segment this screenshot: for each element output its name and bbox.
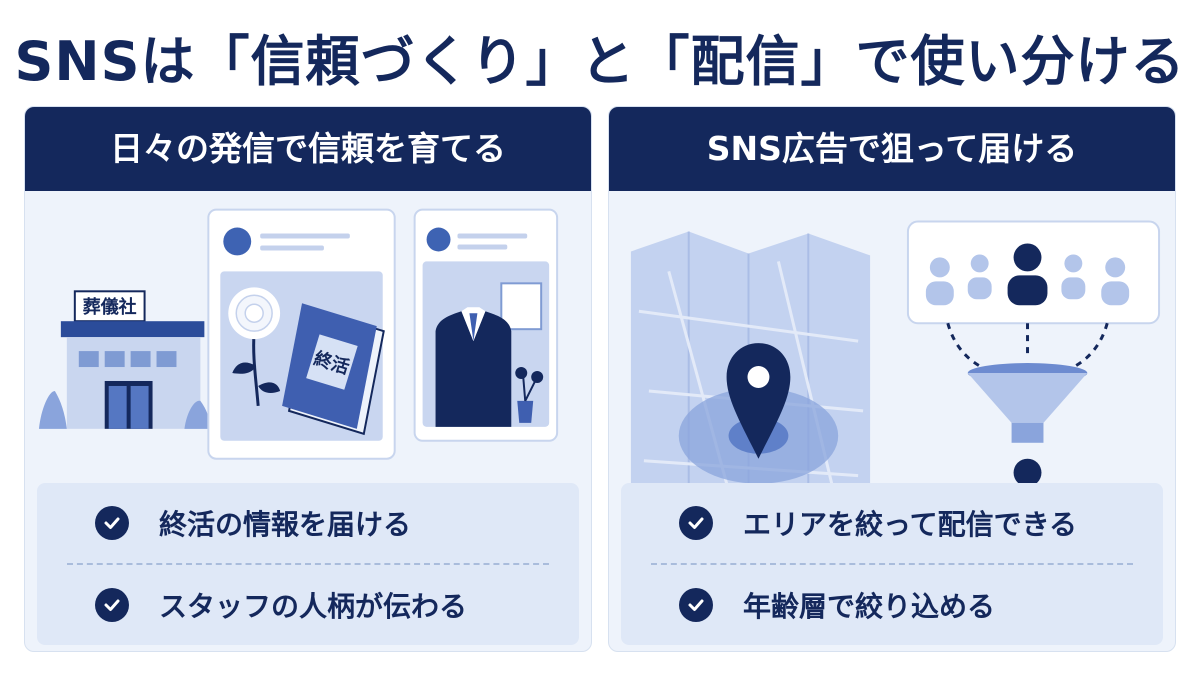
sns-post-card-icon: 終活 [207,208,396,460]
chrysanthemum-icon [228,287,281,407]
list-item: エリアを絞って配信できる [621,483,1163,563]
shukatsu-book-icon: 終活 [282,303,385,436]
list-divider [651,563,1133,565]
funeral-home-building-icon: 葬儀社 [38,290,211,429]
list-item: スタッフの人柄が伝わる [37,565,579,645]
building-sign-text: 葬儀社 [83,296,137,318]
list-item-label: 終活の情報を届ける [159,508,412,541]
flower-vase-icon [515,367,544,423]
sns-ads-panel: SNS広告で狙って届ける [608,106,1176,652]
ads-benefits-list: エリアを絞って配信できる 年齢層で絞り込める [621,483,1163,645]
checkmark-icon [95,588,129,622]
page-title: SNSは「信頼づくり」と「配信」で使い分ける [14,30,1186,93]
checkmark-icon [95,506,129,540]
target-audience-icon [906,220,1161,325]
trust-benefits-list: 終活の情報を届ける スタッフの人柄が伝わる [37,483,579,645]
trust-illustration: 葬儀社 [25,191,591,566]
list-divider [67,563,549,565]
sns-post-card-icon [413,208,559,442]
checkmark-icon [679,588,713,622]
trust-panel-heading: 日々の発信で信頼を育てる [25,107,591,191]
list-item-label: 年齢層で絞り込める [743,590,996,623]
list-item-label: エリアを絞って配信できる [743,508,1078,541]
suit-icon [435,307,512,427]
list-item-label: スタッフの人柄が伝わる [159,590,468,623]
list-item: 年齢層で絞り込める [621,565,1163,645]
checkmark-icon [679,506,713,540]
trust-building-panel: 日々の発信で信頼を育てる 葬儀社 [24,106,592,652]
map-location-pin-icon [630,231,871,531]
ads-panel-heading: SNS広告で狙って届ける [609,107,1175,191]
list-item: 終活の情報を届ける [37,483,579,563]
